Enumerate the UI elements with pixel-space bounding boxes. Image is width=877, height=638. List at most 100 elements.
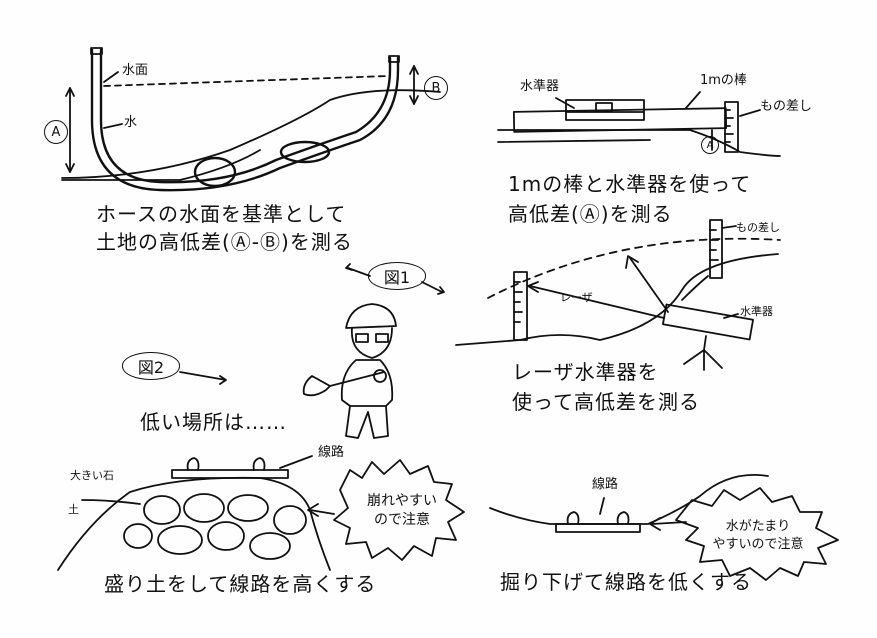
worker-illustration [302, 303, 397, 439]
warning-bubble-text: 水がたまり やすいので注意 [708, 518, 808, 553]
rail [252, 457, 266, 471]
hose-end [90, 47, 103, 55]
staff-left [513, 271, 528, 341]
hose-end [388, 55, 400, 63]
hand [373, 369, 387, 383]
fig1-arrow [345, 263, 371, 277]
staff-ticks [709, 229, 719, 261]
rail [616, 511, 630, 525]
track-label: 線路 [318, 445, 345, 460]
fig1-arrow [421, 281, 445, 295]
marker-b: B [424, 76, 448, 100]
laser-level-diagram [455, 219, 781, 371]
caption-laser-1: レーザ水準器を [512, 360, 659, 384]
laser-beam [629, 257, 669, 313]
leader-line [599, 497, 605, 515]
ground-line [497, 139, 651, 143]
level-tool [565, 99, 645, 121]
low-place-text: 低い場所は…… [140, 410, 287, 434]
water-label: 水 [124, 115, 138, 130]
shovel-blade [302, 375, 331, 397]
hose-coil [193, 156, 237, 188]
arrowhead [65, 87, 75, 173]
leader-line [103, 71, 119, 83]
bubble-outline [675, 487, 839, 581]
ground-line [455, 253, 779, 346]
leader-line [279, 455, 313, 469]
bubble-line: やすいので注意 [712, 536, 804, 552]
bubble-line: 崩れやすい [367, 493, 437, 509]
soil-label: 土 [68, 503, 79, 516]
figure-1-label: 図1 [368, 262, 426, 290]
arrowhead [527, 281, 539, 293]
stone [183, 493, 225, 523]
marker-a: A [701, 136, 719, 154]
laser-beam [529, 285, 665, 319]
stone [273, 505, 307, 535]
stone [249, 532, 291, 560]
leader-line [555, 97, 575, 109]
big-stone-label: 大きい石 [70, 469, 114, 482]
staff-label: もの差し [760, 99, 813, 114]
measuring-staff [724, 101, 739, 153]
shovel-handle [329, 371, 385, 387]
track-label: 線路 [592, 477, 619, 492]
ground-line [489, 474, 769, 525]
ground-line [61, 89, 441, 179]
body [340, 359, 394, 407]
caption-embankment: 盛り土をして線路を高くする [104, 572, 377, 596]
water-surface-label: 水面 [122, 63, 149, 78]
caption-hose-1: ホースの水面を基準として [96, 202, 347, 226]
arrowhead [625, 255, 639, 269]
caption-cutting: 掘り下げて線路を低くする [500, 570, 752, 594]
ground-line [497, 129, 781, 157]
leader-line [739, 109, 761, 117]
bubble-arrow [649, 517, 687, 531]
leader-line [103, 123, 123, 129]
stone [207, 521, 245, 551]
embankment-diagram [57, 455, 465, 571]
caption-rod-1: 1mの棒と水準器を使って [508, 172, 752, 196]
level-label: 水準器 [740, 305, 773, 318]
staff-ticks [513, 281, 523, 323]
caption-hose-2: 土地の高低差(Ⓐ-Ⓑ)を測る [96, 230, 353, 254]
bubble-line: 水がたまり [725, 519, 791, 534]
tripod [683, 335, 723, 371]
rail [186, 457, 200, 471]
ground-line [681, 275, 709, 301]
stone [227, 494, 269, 522]
rail [566, 511, 580, 525]
hose-level-diagram [61, 47, 441, 192]
fig2-arrow [179, 371, 227, 385]
glasses [355, 333, 389, 343]
rail-base [555, 523, 641, 533]
staff-right [709, 219, 723, 279]
bubble-line: ので注意 [374, 511, 430, 528]
stone [143, 495, 181, 525]
staff-label: もの差し [736, 221, 780, 234]
ground-line [179, 149, 261, 181]
soil-surface [57, 476, 331, 571]
leader-line [721, 225, 737, 229]
hose [99, 48, 392, 184]
legs [345, 405, 389, 439]
leader-line [723, 313, 739, 319]
stone [157, 525, 203, 555]
bubble-arrow [307, 503, 335, 517]
rod-label: 1mの棒 [700, 73, 747, 88]
hose [90, 48, 400, 192]
arc-dashed [487, 237, 781, 299]
level-bubble [595, 102, 613, 112]
staff-ticks [724, 109, 734, 143]
bubble-outline [333, 459, 465, 561]
marker-a: A [44, 120, 68, 144]
rail-base [171, 469, 289, 479]
rod-level-diagram [497, 91, 781, 157]
helmet [345, 303, 397, 329]
laser-level-device [662, 303, 754, 341]
figure-2-label: 図2 [122, 352, 180, 380]
caption-rod-2: 高低差(Ⓐ)を測る [508, 202, 673, 226]
cutting-diagram [489, 474, 839, 581]
